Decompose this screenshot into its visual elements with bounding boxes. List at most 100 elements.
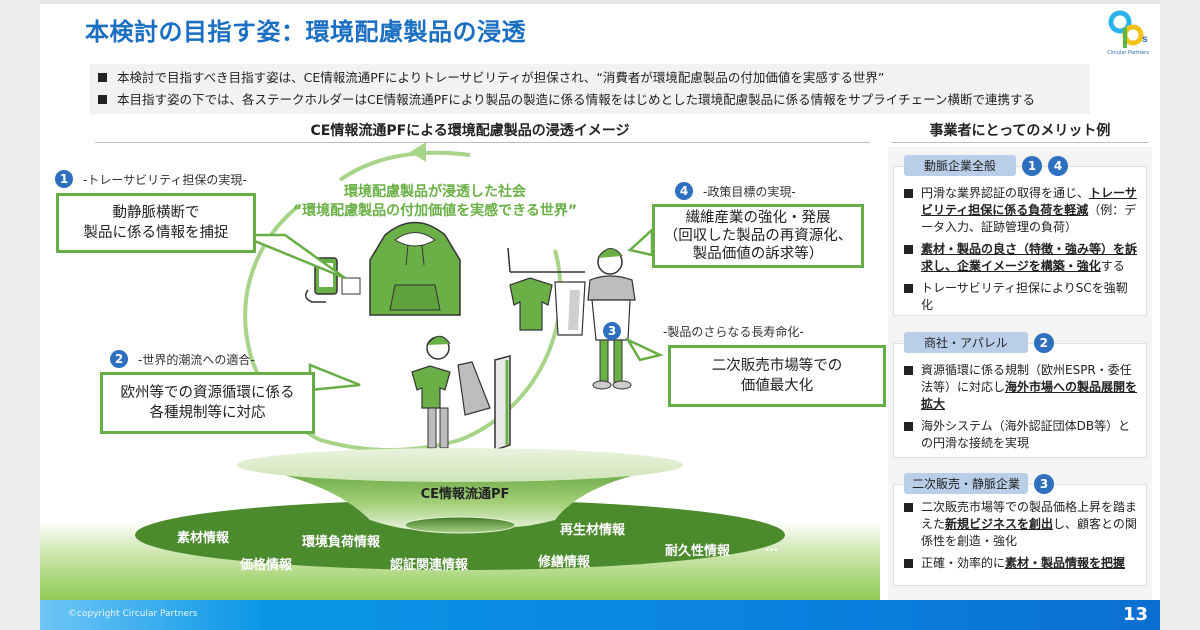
- person-shopper-illustration: [587, 248, 636, 390]
- info-item: 環境負荷情報: [302, 535, 381, 550]
- info-item: 耐久性情報: [665, 544, 731, 559]
- square-bullet-icon: [904, 503, 913, 512]
- bullet-emphasis: 海外市場への製品展開を拡大: [921, 380, 1138, 411]
- number-badge: 4: [1048, 155, 1069, 176]
- callout-text: 繊維産業の強化・発展: [685, 210, 831, 226]
- bullet-text: （例：データ入力、証跡管理の負荷）: [921, 203, 1137, 234]
- callout-text: 動静脈横断で: [112, 205, 200, 221]
- right-section-heading: 事業者にとってのメリット例: [929, 123, 1111, 139]
- card-body: 二次販売市場等での製品価格上昇を踏まえた新規ビジネスを創出し、顧客との関係性を創…: [894, 485, 1146, 583]
- merit-bullet: 海外システム（海外認証団体DB等）との円滑な接続を実現: [904, 418, 1138, 452]
- logo-text: Circular Partners: [1107, 50, 1149, 56]
- info-item: 再生材情報: [560, 523, 626, 538]
- square-bullet-icon: [98, 73, 107, 82]
- society-vision: 環境配慮製品が浸透した社会 “環境配慮製品の付加価値を実感できる世界”: [265, 183, 605, 221]
- platform-label: CE情報流通PF: [420, 487, 510, 502]
- bullet-emphasis: 素材・製品の良さ（特徴・強み等）を訴求し、企業イメージを構築・強化: [921, 242, 1138, 273]
- square-bullet-icon: [904, 422, 913, 431]
- number-badge: 4: [675, 182, 693, 200]
- left-section-heading: CE情報流通PFによる環境配慮製品の浸透イメージ: [310, 123, 630, 139]
- society-title: 環境配慮製品が浸透した社会: [344, 184, 526, 200]
- merit-bullet: 正確・効率的に素材・製品情報を把握: [904, 555, 1138, 572]
- callout-box-2: 欧州等での資源循環に係る 各種規制等に対応: [100, 372, 315, 434]
- bullet-text: し、顧客との関係性を創造・強化: [921, 517, 1137, 548]
- callout-heading: -製品のさらなる長寿命化-: [663, 324, 804, 339]
- callout-pointer-3: [624, 337, 664, 362]
- callout-pointer-2: [308, 363, 361, 392]
- square-bullet-icon: [98, 95, 107, 104]
- callout-text: 製品に係る情報を捕捉: [83, 225, 229, 241]
- info-item: 価格情報: [240, 558, 293, 573]
- number-badge: 3: [603, 322, 621, 340]
- card-header: 商社・アパレル 2: [904, 332, 1054, 353]
- merit-bullet: 二次販売市場等での製品価格上昇を踏まえた新規ビジネスを創出し、顧客との関係性を創…: [904, 499, 1138, 550]
- callout-label-3: 3 -製品のさらなる長寿命化-: [603, 322, 804, 340]
- intro-text: 本目指す姿の下では、各ステークホルダーはCE情報流通PFにより製品の製造に係る情…: [117, 92, 1035, 107]
- number-badge: 1: [55, 170, 73, 188]
- svg-text:s: s: [1142, 34, 1148, 45]
- callout-box-3: 二次販売市場等での 価値最大化: [668, 345, 886, 407]
- divider: [95, 142, 870, 143]
- number-badge: 2: [1033, 332, 1054, 353]
- callout-heading: -トレーサビリティ担保の実現-: [83, 172, 247, 187]
- funnel-body: [237, 465, 683, 530]
- cycle-arrow-icon: [410, 142, 426, 162]
- card-tag: 動脈企業全般: [904, 155, 1017, 176]
- callout-text: （回収した製品の再資源化、: [663, 228, 853, 244]
- society-subtitle: “環境配慮製品の付加価値を実感できる世界”: [292, 203, 578, 219]
- bullet-text: する: [1100, 259, 1125, 273]
- info-item: 認証関連情報: [390, 558, 469, 573]
- intro-bullet: 本検討で目指すべき目指す姿は、CE情報流通PFによりトレーサビリティが担保され、…: [96, 67, 1084, 89]
- intro-text: 本検討で目指すべき目指す姿は、CE情報流通PFによりトレーサビリティが担保され、…: [117, 70, 885, 85]
- callout-text: 二次販売市場等での: [711, 358, 843, 374]
- person-mirror-illustration: [411, 335, 511, 452]
- callout-heading: -政策目標の実現-: [703, 184, 796, 199]
- slide: 本検討の目指す姿：環境配慮製品の浸透 s Circular Partners 本…: [40, 0, 1160, 630]
- callout-pointer-1: [239, 233, 346, 280]
- clothes-rack-illustration: [507, 247, 586, 336]
- bullet-text: トレーサビリティ担保によりSCを強靭化: [921, 281, 1128, 312]
- footer: ©copyright Circular Partners 13: [40, 600, 1160, 630]
- callout-text: 欧州等での資源循環に係る: [120, 385, 295, 401]
- card-body: 円滑な業界認証の取得を通じ、トレーサビリティ担保に係る負荷を軽減（例：データ入力…: [894, 167, 1146, 325]
- info-item: 修繕情報: [538, 555, 591, 570]
- callout-text: 価値最大化: [740, 378, 814, 394]
- callout-box-4: 繊維産業の強化・発展 （回収した製品の再資源化、 製品価値の訴求等）: [652, 204, 864, 268]
- intro-bullet: 本目指す姿の下では、各ステークホルダーはCE情報流通PFにより製品の製造に係る情…: [96, 89, 1084, 111]
- merit-card-secondary-market: 二次販売・静脈企業 3 二次販売市場等での製品価格上昇を踏まえた新規ビジネスを創…: [893, 473, 1147, 586]
- page-number: 13: [1122, 604, 1148, 625]
- info-item: 素材情報: [177, 531, 230, 546]
- bullet-emphasis: トレーサビリティ担保に係る負荷を軽減: [921, 186, 1137, 217]
- merit-card-upstream: 動脈企業全般 1 4 円滑な業界認証の取得を通じ、トレーサビリティ担保に係る負荷…: [893, 155, 1147, 316]
- funnel-outlet: [404, 516, 516, 534]
- number-badge: 1: [1022, 155, 1043, 176]
- cycle-arc-top: [338, 150, 471, 182]
- card-header: 二次販売・静脈企業 3: [904, 473, 1055, 494]
- square-bullet-icon: [904, 366, 913, 375]
- intro-box: 本検討で目指すべき目指す姿は、CE情報流通PFによりトレーサビリティが担保され、…: [90, 64, 1090, 114]
- info-platform-disc: [135, 500, 785, 570]
- square-bullet-icon: [904, 559, 913, 568]
- bullet-emphasis: 新規ビジネスを創出: [945, 517, 1054, 531]
- funnel-top: [237, 448, 683, 482]
- merit-bullet: トレーサビリティ担保によりSCを強靭化: [904, 280, 1138, 314]
- callout-text: 製品価値の訴求等）: [692, 246, 824, 262]
- callout-box-1: 動静脈横断で 製品に係る情報を捕捉: [56, 193, 256, 253]
- merit-bullet: 資源循環に係る規制（欧州ESPR・委任法等）に対応し海外市場への製品展開を拡大: [904, 362, 1138, 413]
- bullet-text: 資源循環に係る規制（欧州ESPR・委任法等）に対応し: [921, 363, 1132, 394]
- diagram-illustration: [135, 142, 785, 570]
- card-tag: 商社・アパレル: [904, 332, 1028, 353]
- square-bullet-icon: [904, 189, 913, 198]
- square-bullet-icon: [904, 284, 913, 293]
- divider: [892, 142, 1148, 143]
- callout-heading: -世界的潮流への適合-: [138, 352, 255, 367]
- page-title: 本検討の目指す姿：環境配慮製品の浸透: [85, 18, 526, 46]
- merit-card-trading-apparel: 商社・アパレル 2 資源循環に係る規制（欧州ESPR・委任法等）に対応し海外市場…: [893, 332, 1147, 458]
- callout-label-2: 2 -世界的潮流への適合-: [110, 350, 255, 368]
- hoodie-illustration: [369, 221, 461, 316]
- bullet-text: 円滑な業界認証の取得を通じ、: [921, 186, 1090, 200]
- merit-bullet: 素材・製品の良さ（特徴・強み等）を訴求し、企業イメージを構築・強化する: [904, 241, 1138, 275]
- top-bar: [40, 0, 1160, 4]
- info-item: …: [765, 540, 778, 555]
- callout-label-4: 4 -政策目標の実現-: [675, 182, 796, 200]
